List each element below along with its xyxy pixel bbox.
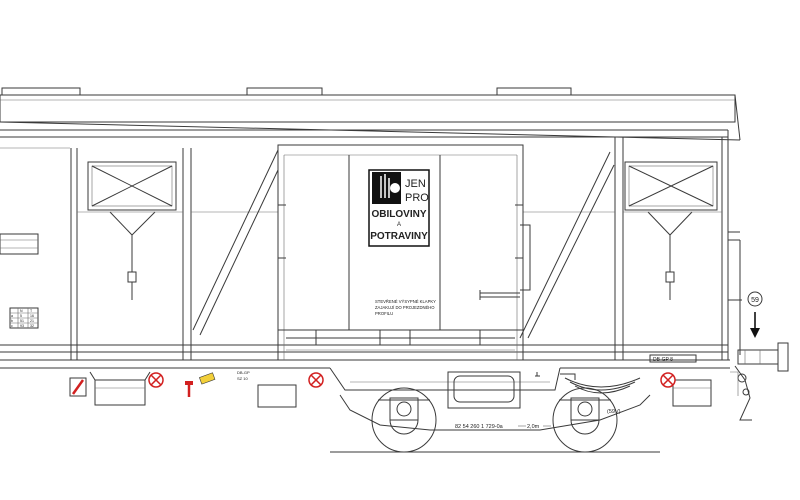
placard-line2: PRO <box>405 192 429 204</box>
marker-59: 59 <box>747 291 763 338</box>
placard-line1: JEN <box>405 178 426 190</box>
globe-icon <box>390 183 400 193</box>
step-left <box>94 379 146 406</box>
wheel <box>552 387 618 453</box>
buffer-coupling: DB-GP 8 <box>649 342 789 421</box>
sliding-door <box>277 144 524 361</box>
circle-number: 59 <box>751 297 759 304</box>
wheel <box>371 387 437 453</box>
table-cell: a <box>11 314 13 318</box>
step-right <box>672 379 712 407</box>
release-handle-red <box>185 381 193 385</box>
table-cell: 5 <box>20 314 22 318</box>
table-cell: 51 <box>20 319 24 323</box>
left-label: SZ 10 <box>237 376 248 381</box>
warning-circle-icon <box>308 372 324 388</box>
axle-distance: 2,0m <box>527 424 540 430</box>
table-cell: 93 <box>20 324 24 328</box>
placard-line5: POTRAVINY <box>370 231 428 242</box>
data-table: N T a 5 16 b 51 21 c 93 32 <box>9 307 39 329</box>
door-notice-line: STEVŘENÉ VÝSYPNÉ KLAPKY <box>375 299 436 304</box>
wagon-body <box>0 129 742 369</box>
arrow-down-icon <box>750 328 760 338</box>
table-cell: N <box>20 309 23 313</box>
table-cell: 16 <box>30 314 34 318</box>
roof <box>0 87 741 141</box>
placard-line4: A <box>397 222 401 228</box>
brake-lever-red <box>71 379 85 395</box>
warning-circle-icon <box>660 372 676 388</box>
door-notice-line: PROFILU <box>375 311 393 316</box>
brake-code: (59V) <box>607 409 621 415</box>
door-notice-line: ZAJAKUJÍ DO PROJEZDNÉHO <box>375 305 435 310</box>
plate-code: DB-GP 8 <box>653 357 673 363</box>
cargo-placard: JEN PRO OBILOVINY A POTRAVINY <box>368 169 430 247</box>
table-cell: c <box>11 324 13 328</box>
table-cell: 32 <box>30 324 34 328</box>
wagon-number: 82 54 260 1 729-0a <box>455 424 504 430</box>
underframe: DB-GP SZ 10 <box>69 367 712 408</box>
plate <box>649 354 697 363</box>
yellow-handle <box>199 372 216 385</box>
placard-line3: OBILOVINY <box>371 209 426 220</box>
roof-vent-left <box>1 87 81 96</box>
wheat-icon <box>380 174 390 198</box>
door-notice: STEVŘENÉ VÝSYPNÉ KLAPKY ZAJAKUJÍ DO PROJ… <box>375 299 436 316</box>
table-cell: T <box>30 309 33 313</box>
roof-vent-right <box>496 87 572 96</box>
table-cell: 21 <box>30 319 34 323</box>
step-center <box>257 384 297 408</box>
table-cell: b <box>11 319 13 323</box>
bogie: 82 54 260 1 729-0a 2,0m (59V) <box>330 371 660 453</box>
warning-circle-icon <box>148 372 164 388</box>
left-label: DB-GP <box>237 370 250 375</box>
roof-vent-center <box>246 87 323 96</box>
